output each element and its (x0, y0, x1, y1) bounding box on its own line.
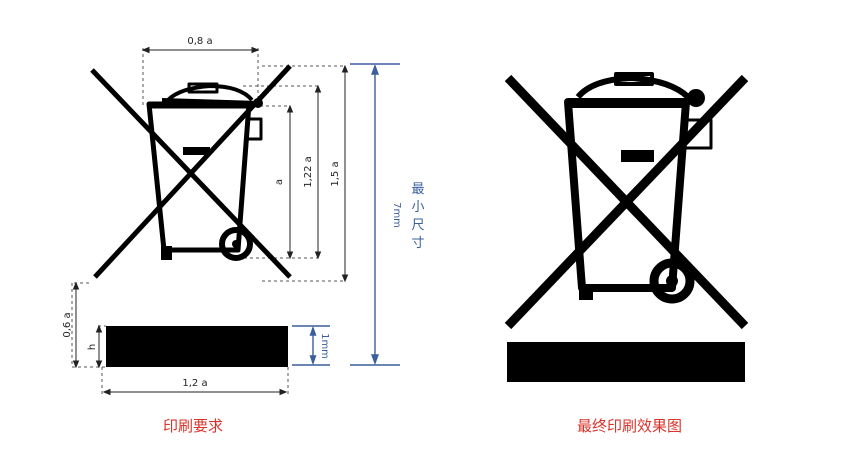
left-caption: 印刷要求 (163, 417, 224, 435)
dimension-lines (72, 46, 349, 396)
weee-bin-symbol-left (90, 64, 292, 279)
blue-dimension-lines (292, 63, 400, 366)
min-size-char-3: 尺 (411, 218, 424, 233)
min-size-label: 最 小 尺 寸 (411, 182, 424, 251)
right-caption: 最终印刷效果图 (577, 417, 683, 435)
weee-bin-symbol-right (504, 72, 749, 330)
dim-label-a: a (274, 179, 285, 185)
dim-label-06a: 0,6 a (62, 312, 73, 337)
min-size-char-4: 寸 (411, 236, 424, 251)
bin-handle-bar-right (621, 150, 654, 162)
underline-bar-left (106, 326, 288, 367)
min-size-char-1: 最 (411, 182, 424, 197)
dim-label-12a: 1,2 a (182, 378, 207, 389)
dim-label-7mm: 7mm (391, 202, 402, 228)
underline-bar-right (507, 342, 745, 382)
bin-handle-bar-left (183, 147, 210, 155)
right-final-drawing (504, 72, 749, 382)
min-size-char-2: 小 (411, 200, 424, 215)
dim-label-122a: 1,22 a (303, 156, 314, 188)
dim-label-h: h (87, 344, 98, 350)
dim-label-1mm: 1mm (319, 333, 330, 359)
dim-label-width-top: 0,8 a (187, 36, 212, 47)
left-spec-drawing: 0,8 a a 1,22 a 1,5 a 7mm 1mm 0,6 a h 1,2… (62, 36, 425, 396)
dim-label-15a: 1,5 a (330, 161, 341, 186)
